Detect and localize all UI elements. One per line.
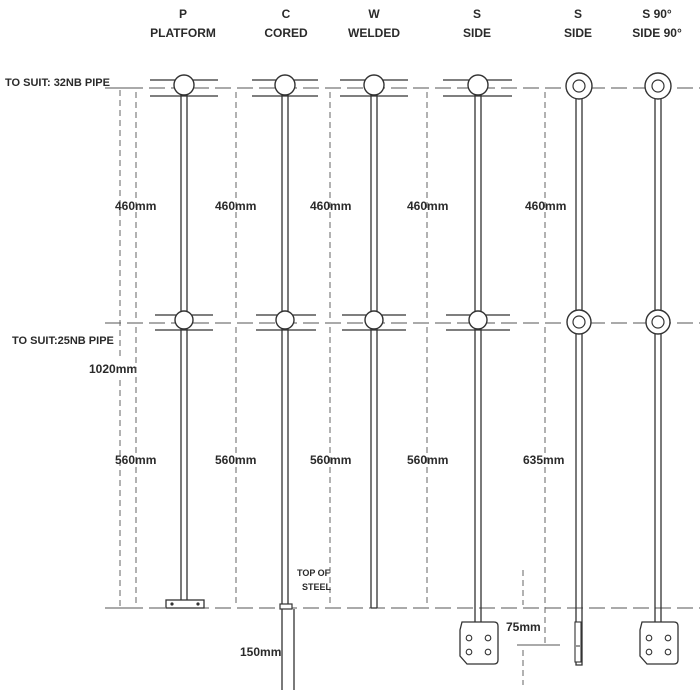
dimension-lower-welded: 560mm (310, 453, 351, 467)
stanchion-side-90 (639, 72, 679, 665)
stanchion-platform (150, 74, 218, 609)
base-plate (165, 599, 205, 609)
top-rail-fitting (467, 74, 489, 96)
pipe-label-32nb: TO SUIT: 32NB PIPE (5, 77, 110, 89)
overall-dimension: 1020mm (89, 87, 137, 609)
reference-lines (105, 87, 700, 609)
pipe-label-25nb: TO SUIT:25NB PIPE (12, 335, 114, 347)
dimension-upper-welded: 460mm (310, 199, 351, 213)
dimension-upper-side: 460mm (407, 199, 448, 213)
dimension-lower-cored: 560mm (215, 453, 256, 467)
stanchion-cored (252, 74, 318, 690)
middle-rail-fitting (275, 310, 295, 330)
column-code-side-2: S (574, 7, 582, 21)
middle-rail-fitting (174, 310, 194, 330)
column-headers: P PLATFORM C CORED W WELDED S SIDE S SID… (150, 7, 682, 40)
dimension-lower-side: 560mm (407, 453, 448, 467)
column-name-welded: WELDED (348, 26, 400, 40)
dimension-lines (135, 92, 560, 685)
column-code-welded: W (368, 7, 380, 21)
top-rail-fitting (274, 74, 296, 96)
column-code-cored: C (282, 7, 291, 21)
column-name-platform: PLATFORM (150, 26, 216, 40)
side-plate-profile (574, 621, 582, 663)
dimension-upper-platform: 460mm (115, 199, 156, 213)
column-name-cored: CORED (264, 26, 308, 40)
top-of-steel-label-line1: TOP OF (297, 568, 331, 578)
dimension-side-offset: 75mm (506, 620, 541, 634)
dimension-core-depth: 150mm (240, 645, 281, 659)
dimension-upper-side-2: 460mm (525, 199, 566, 213)
top-of-steel-label-line2: STEEL (302, 582, 332, 592)
side-mount-plate (459, 621, 499, 665)
dimension-overall-height: 1020mm (89, 362, 137, 376)
column-name-side: SIDE (463, 26, 491, 40)
column-name-side-90: SIDE 90° (632, 26, 682, 40)
side-mount-plate (639, 621, 679, 665)
middle-rail-fitting (468, 310, 488, 330)
top-rail-fitting (173, 74, 195, 96)
column-code-side-90: S 90° (642, 7, 672, 21)
column-code-platform: P (179, 7, 187, 21)
dimension-lower-side-2: 635mm (523, 453, 564, 467)
stanchion-side-profile (565, 72, 593, 666)
top-rail-fitting (363, 74, 385, 96)
middle-rail-fitting (364, 310, 384, 330)
stanchion-welded (340, 74, 408, 609)
dimension-lower-platform: 560mm (115, 453, 156, 467)
dimension-upper-cored: 460mm (215, 199, 256, 213)
column-code-side: S (473, 7, 481, 21)
column-name-side-2: SIDE (564, 26, 592, 40)
stanchion-side (443, 74, 512, 665)
dimension-labels: 460mm 460mm 460mm 460mm 460mm 560mm 560m… (115, 199, 566, 659)
